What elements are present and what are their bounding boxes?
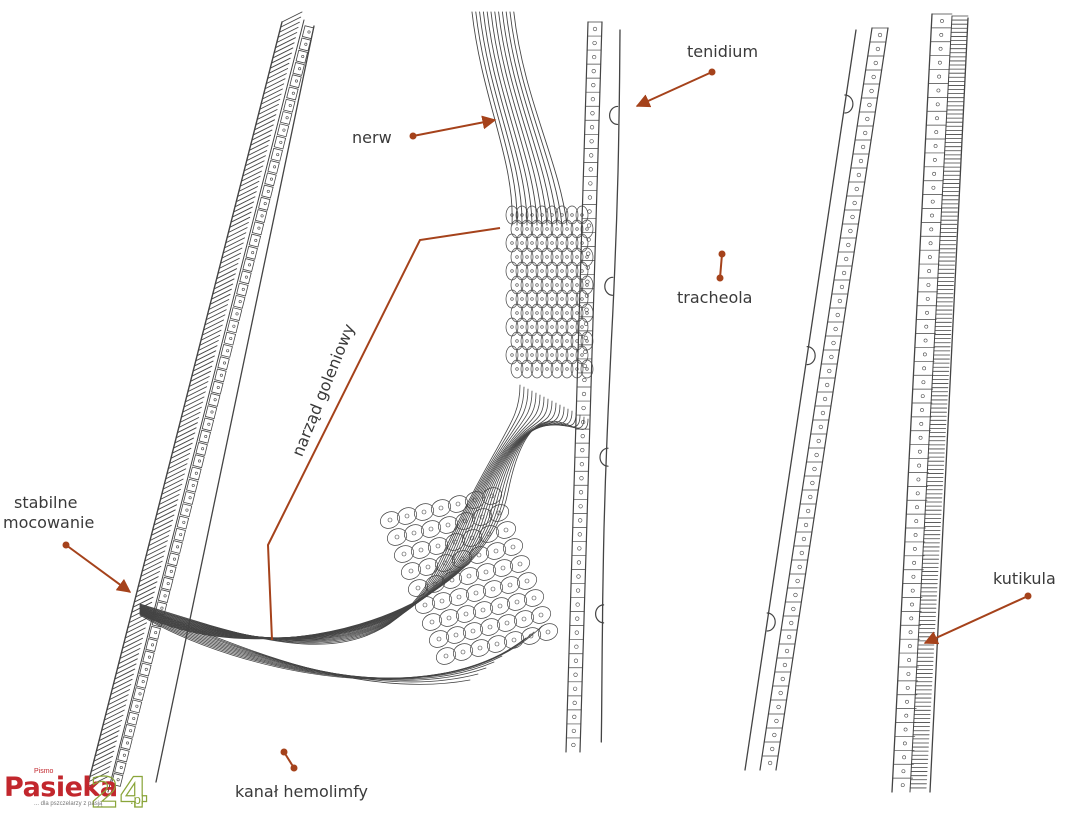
trachea-right [744,27,889,771]
illustration [85,11,969,793]
logo-small-text: Pismo [34,768,54,775]
logo-number: 24 [89,767,149,817]
label-tracheole: tracheola [677,288,753,307]
organ-fiber-fan [139,384,589,685]
trachea-center [565,21,621,753]
bracket-subgenual-organ [266,227,501,641]
pasieka24-logo: Pismo Pasieka 24 .pl ... dla pszczelarzy… [4,767,154,817]
nerve-fibers [471,11,568,226]
logo-tagline: ... dla pszczelarzy z pasją [34,801,103,807]
label-stable-mount-line1: stabilne [14,493,78,512]
pointer-hemolymph [280,748,298,772]
arrow-stable-mount [62,541,132,593]
left-leg-wall [85,11,315,793]
label-nerve: nerw [352,128,392,147]
label-taenidium: tenidium [687,42,759,61]
arrow-taenidium [635,68,716,108]
logo-main-text: Pasieka [4,772,118,803]
pointer-tracheola [716,250,726,282]
label-hemolymph-channel: kanał hemolimfy [235,782,369,801]
label-cuticle: kutikula [993,569,1056,588]
label-stable-mount-line2: mocowanie [3,513,95,532]
organ-cell-cluster [379,205,594,665]
logo-domain: .pl [130,792,144,807]
annotation-lines [62,68,1032,772]
right-leg-wall [891,13,969,793]
arrow-nerve [409,115,497,140]
arrow-cuticle [923,592,1032,645]
